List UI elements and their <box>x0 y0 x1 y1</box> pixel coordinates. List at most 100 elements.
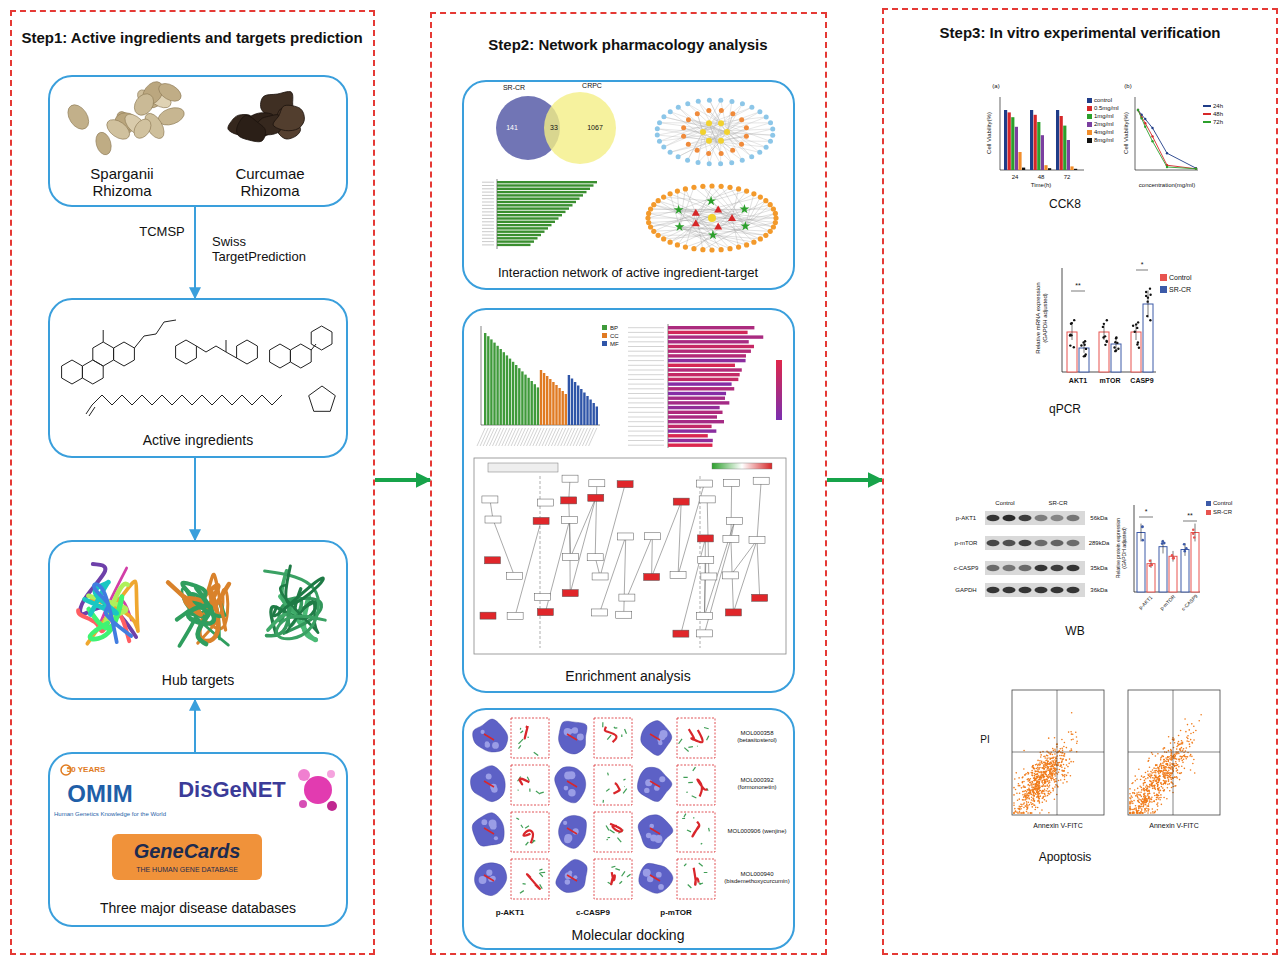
docking-poses-part <box>523 883 526 885</box>
network-graph-part <box>718 120 724 126</box>
docking-poses-part <box>556 859 587 892</box>
network-graph-part <box>739 142 744 147</box>
flow-cytometry-plots-part <box>1030 790 1032 792</box>
cck8-bar-chart-part <box>1000 97 1084 170</box>
docking-poses-part <box>603 800 605 803</box>
flow-cytometry-plots-part <box>1035 788 1037 790</box>
flow-cytometry-plots-part <box>1053 756 1055 758</box>
docking-poses-part <box>677 718 715 758</box>
go-bar-chart-part <box>487 336 489 425</box>
flow-cytometry-plots-part <box>1032 765 1034 767</box>
go-bar-chart-part <box>602 325 607 330</box>
flow-cytometry-plots-part <box>1043 795 1045 797</box>
flow-cytometry-plots-part <box>1054 768 1056 770</box>
flow-cytometry-plots-part <box>1013 812 1015 814</box>
flow-cytometry-plots-part <box>1054 762 1056 764</box>
western-blot-part <box>987 565 1000 572</box>
go-bar-chart-part <box>527 378 529 425</box>
kegg-pathway-map-part <box>485 516 501 523</box>
docking-poses-part <box>649 824 654 829</box>
kegg-bar-chart-part <box>668 368 742 371</box>
kegg-pathway-map-part <box>587 554 603 561</box>
flow-cytometry-plots-part <box>1035 786 1037 788</box>
kegg-bar-chart-part <box>628 337 664 338</box>
network-graph-part <box>740 101 745 106</box>
go-bar-chart-part <box>577 386 579 426</box>
docking-poses-part <box>704 872 708 873</box>
western-blot-part <box>985 583 1085 597</box>
network-graph-part <box>757 109 762 114</box>
ingredient-target-network-part <box>728 214 736 221</box>
flow-cytometry-plots-part <box>1045 760 1047 762</box>
flow-cytometry-plots-part <box>1050 777 1052 779</box>
docking-poses-part <box>637 767 671 801</box>
network-graph-part <box>744 134 749 139</box>
docking-poses-part <box>472 813 504 846</box>
kegg-pathway-map-part <box>474 458 786 654</box>
network-graph-part <box>703 129 773 132</box>
docking-poses-part <box>650 734 660 740</box>
kegg-bar-chart-part <box>668 411 723 414</box>
ingredient-target-network-part <box>651 209 719 227</box>
network-graph-part <box>706 138 712 144</box>
flow-cytometry-plots-part <box>1157 782 1159 784</box>
flow-cytometry-plots-part <box>1191 723 1193 725</box>
flow-cytometry-plots-part <box>1158 795 1160 797</box>
flow-cytometry-plots-part <box>1044 763 1046 765</box>
docking-poses-part <box>523 830 533 843</box>
flow-cytometry-plots-part <box>1034 809 1036 811</box>
flow-cytometry-plots-part <box>1045 764 1047 766</box>
docking-poses-part <box>518 745 520 748</box>
flow-cytometry-plots-part <box>1055 761 1057 763</box>
flow-cytometry-plots-part <box>1130 812 1132 814</box>
flow-cytometry-plots-part <box>1047 788 1049 790</box>
go-bar-chart-part <box>500 349 502 425</box>
flow-cytometry-plots-part <box>1157 805 1159 807</box>
western-blot-part <box>1067 540 1080 547</box>
flow-cytometry-plots-part <box>1150 812 1152 814</box>
kegg-bar-chart-part <box>628 332 664 333</box>
flow-cytometry-plots-part <box>1058 771 1060 773</box>
ingredient-target-network-part <box>675 188 680 193</box>
flow-cytometry-plots <box>1012 690 1220 815</box>
flow-cytometry-plots-part <box>1052 754 1054 756</box>
kegg-bar-chart-part <box>668 359 746 362</box>
molecule-structures-part <box>82 360 103 384</box>
flow-cytometry-plots-part <box>1032 781 1034 783</box>
qpcr-bar-chart-part <box>1145 295 1147 297</box>
flow-cytometry-plots-part <box>1037 760 1039 762</box>
flow-cytometry-plots-part <box>1052 765 1054 767</box>
flow-cytometry-plots-part <box>1023 768 1025 770</box>
go-bar-chart-part <box>540 370 542 425</box>
flow-cytometry-plots-part <box>1071 712 1073 714</box>
kegg-pathway-map-part <box>705 560 706 616</box>
flow-cytometry-plots-part <box>1032 794 1034 796</box>
flow-cytometry-plots-part <box>1160 770 1162 772</box>
flow-cytometry-plots-part <box>1046 774 1048 776</box>
flow-cytometry-plots-part <box>1039 778 1041 780</box>
flow-cytometry-plots-part <box>1171 779 1173 781</box>
wb-bar-chart-part <box>1183 521 1197 522</box>
flow-cytometry-plots-part <box>1041 772 1043 774</box>
flow-cytometry-plots-part <box>1128 690 1220 815</box>
flow-cytometry-plots-part <box>1047 777 1049 779</box>
flow-cytometry-plots-part <box>1034 770 1036 772</box>
disgenet-logo <box>298 769 337 811</box>
go-bar-chart-part <box>509 359 511 425</box>
wb-bar-chart <box>1134 505 1200 592</box>
docking-poses-part <box>658 884 664 890</box>
molecule-structures-part <box>309 386 336 411</box>
kegg-pathway-map-part <box>507 612 523 619</box>
flow-cytometry-plots-part <box>1051 776 1053 778</box>
flow-cytometry-plots-part <box>1022 776 1024 778</box>
flow-cytometry-plots-part <box>1061 752 1063 754</box>
flow-cytometry-plots-part <box>1022 791 1024 793</box>
flow-cytometry-plots-part <box>1129 812 1131 814</box>
flow-cytometry-plots-part <box>1181 760 1183 762</box>
flow-cytometry-plots-part <box>1052 766 1054 768</box>
flow-cytometry-plots-part <box>1039 787 1041 789</box>
docking-poses-part <box>494 836 498 840</box>
degree-bar-chart-part <box>497 244 531 246</box>
docking-poses-part <box>606 789 609 792</box>
flow-cytometry-plots-part <box>1030 783 1032 785</box>
